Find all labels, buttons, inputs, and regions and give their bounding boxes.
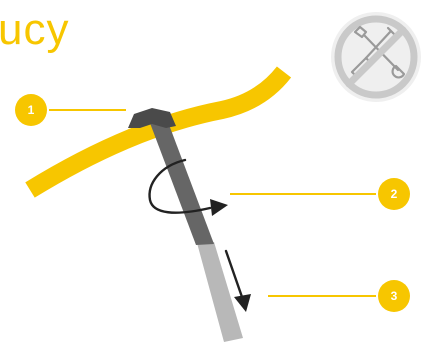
title-text: ucy xyxy=(0,5,69,54)
no-tools-icon xyxy=(331,12,421,102)
callout-3-label: 3 xyxy=(391,289,398,303)
yellow-bar xyxy=(25,66,292,198)
callout-3: 3 xyxy=(268,280,410,312)
rotation-arrow-icon xyxy=(148,158,228,216)
callout-1-label: 1 xyxy=(28,103,35,117)
bolt xyxy=(128,108,243,342)
callout-2-label: 2 xyxy=(391,187,398,201)
bolt-head xyxy=(128,108,176,128)
down-arrow-icon xyxy=(224,249,251,312)
callout-1: 1 xyxy=(15,94,126,126)
callout-2: 2 xyxy=(230,178,410,210)
